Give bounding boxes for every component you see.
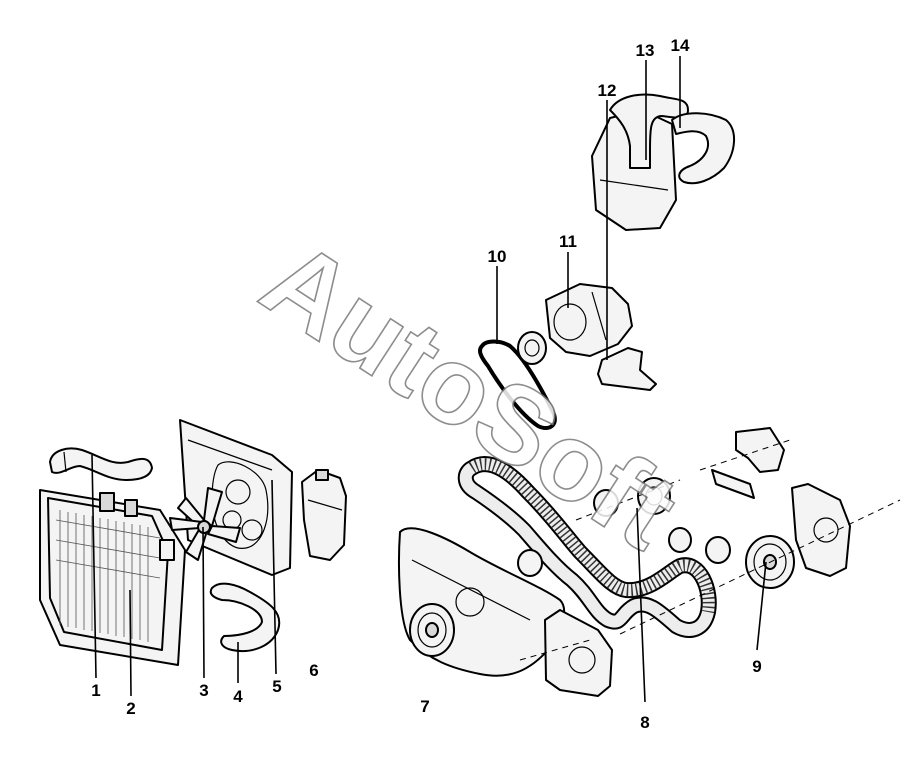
callout-12: 12 xyxy=(598,81,617,100)
callout-10: 10 xyxy=(488,247,507,266)
callout-8: 8 xyxy=(640,713,649,732)
leader-lines xyxy=(91,56,767,703)
callout-6: 6 xyxy=(309,661,318,680)
callout-11: 11 xyxy=(559,232,577,251)
upper-radiator-hose xyxy=(49,447,153,481)
callout-3: 3 xyxy=(199,681,208,700)
callout-4: 4 xyxy=(233,687,243,706)
callout-14: 14 xyxy=(671,36,690,55)
callout-2: 2 xyxy=(126,699,135,718)
lower-radiator-hose xyxy=(209,582,281,652)
alternator-bracket xyxy=(597,347,657,391)
crankshaft-pulley xyxy=(409,603,455,657)
assembly-axis-lines xyxy=(519,439,901,661)
callout-1: 1 xyxy=(91,681,100,700)
cooling-fan xyxy=(169,487,241,561)
tensioner-bracket xyxy=(711,427,785,499)
timing-belt xyxy=(457,456,717,638)
alternator-drive-belt xyxy=(478,339,557,430)
rear-timing-cover xyxy=(791,483,851,577)
alternator xyxy=(517,283,633,365)
radiator xyxy=(39,489,186,666)
callout-13: 13 xyxy=(636,41,655,60)
coolant-reservoir xyxy=(301,469,347,561)
callout-9: 9 xyxy=(752,657,761,676)
callout-7: 7 xyxy=(420,697,429,716)
timing-cover-right xyxy=(544,609,613,697)
callout-5: 5 xyxy=(272,677,281,696)
air-intake-hose xyxy=(671,112,735,185)
